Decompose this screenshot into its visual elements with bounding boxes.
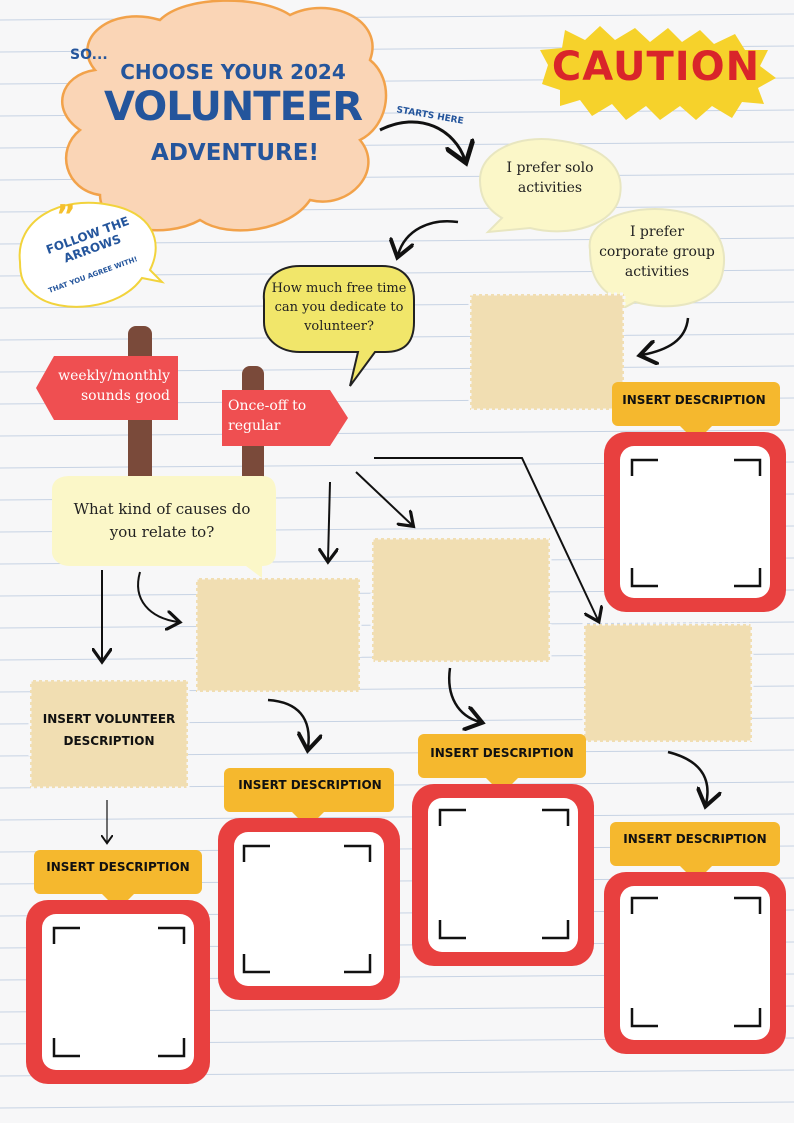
description-label-1: INSERT DESCRIPTION [622,393,766,407]
stamp-3 [582,622,754,744]
stamps [28,292,754,790]
title-volunteer: VOLUNTEER [104,84,363,130]
arrow-start [379,120,465,160]
card-5 [26,850,210,1084]
question-solo: I prefer solo activities [506,160,594,196]
arrow-corp [642,317,690,355]
description-label-4: INSERT DESCRIPTION [623,832,767,846]
arrow-solo-time [398,220,459,255]
causes-bubble [52,476,276,578]
arrow-stamp1 [267,698,309,748]
description-label-3: INSERT DESCRIPTION [238,778,382,792]
description-label-2: INSERT DESCRIPTION [430,746,574,760]
question-causes: What kind of causes do you relate to? [73,500,251,541]
card-1 [604,382,786,612]
follow-bubble [18,201,166,308]
title-so: SO... [70,47,108,63]
volunteer-description-label: INSERT VOLUNTEER DESCRIPTION [42,712,176,748]
arrow-stamp2 [448,667,480,722]
stamp-2 [370,536,552,664]
title-cloud [61,0,388,232]
sign-once-off-label: Once-off to regular [228,398,307,434]
stamp-1 [194,576,362,694]
arrow-once-right [374,457,598,620]
stamp-corporate [468,292,626,412]
card-3 [218,768,400,1000]
stamp-volunteer [28,678,190,790]
sign-weekly [36,356,178,420]
caution-burst [540,26,776,120]
caution-label: CAUTION [551,44,761,90]
quote-icon: ” [56,199,76,234]
arrow-once-mid [355,471,412,525]
title-choose: CHOOSE YOUR 2024 [120,60,346,84]
sign-weekly-label: weekly/monthly sounds good [58,368,170,404]
arrow-stamp3 [667,750,707,804]
question-corporate: I prefer corporate group activities [599,224,715,280]
time-bubble [262,265,415,387]
description-label-5: INSERT DESCRIPTION [46,860,190,874]
solo-bubble [478,138,622,234]
card-4 [604,822,786,1054]
arrow-causes-curve [137,571,178,622]
title-adventure: ADVENTURE! [151,140,319,166]
arrow-once-down [328,481,330,560]
sign-once-off [222,390,348,446]
question-free-time: How much free time can you dedicate to v… [271,281,407,334]
card-2 [412,734,594,966]
